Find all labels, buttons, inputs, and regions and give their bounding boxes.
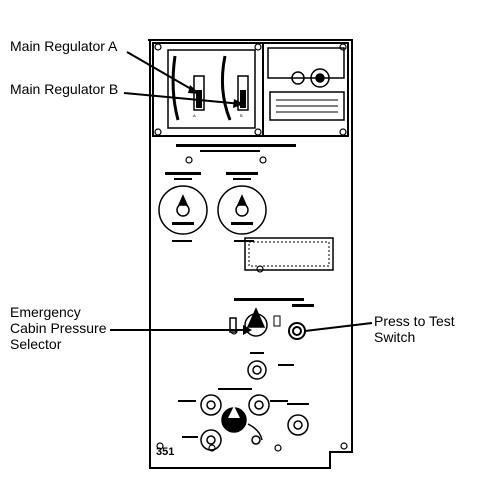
mode-knob[interactable]	[247, 352, 294, 380]
callout-press-to-test: Press to Test Switch	[374, 313, 455, 345]
emergency-label	[234, 298, 304, 301]
screws	[154, 43, 348, 452]
svg-text:B: B	[240, 113, 243, 118]
upper-right-block	[267, 47, 345, 121]
panel-number: 351	[156, 446, 174, 458]
emergency-selector-knob[interactable]	[229, 307, 268, 337]
leader-lines	[110, 51, 373, 332]
callout-line: Emergency	[10, 304, 81, 320]
display-window	[244, 237, 334, 271]
dial-labels	[165, 172, 258, 242]
callout-line: Press to Test	[374, 313, 455, 329]
callout-line: Switch	[374, 329, 416, 345]
lower-right-knob[interactable]	[287, 403, 309, 436]
label-strip	[176, 144, 296, 152]
regulator-dial-left[interactable]	[158, 185, 208, 235]
main-regulator-b-switch[interactable]: B	[237, 75, 249, 118]
callout-line: Cabin Pressure	[10, 320, 107, 336]
callout-line: Selector	[10, 336, 62, 352]
main-regulator-a-switch[interactable]: A	[193, 75, 205, 118]
press-to-test-switch[interactable]	[273, 304, 314, 340]
callout-main-regulator-b: Main Regulator B	[10, 81, 119, 97]
callout-main-regulator-a: Main Regulator A	[10, 38, 118, 54]
lower-cluster[interactable]	[178, 388, 288, 451]
svg-text:A: A	[193, 113, 196, 118]
leader-arrowheads	[188, 85, 252, 335]
callout-emergency-selector: Emergency Cabin Pressure Selector	[10, 304, 107, 352]
relief-dial-right[interactable]	[217, 185, 267, 235]
upper-compartment	[152, 42, 349, 137]
panel-outline	[148, 39, 353, 469]
